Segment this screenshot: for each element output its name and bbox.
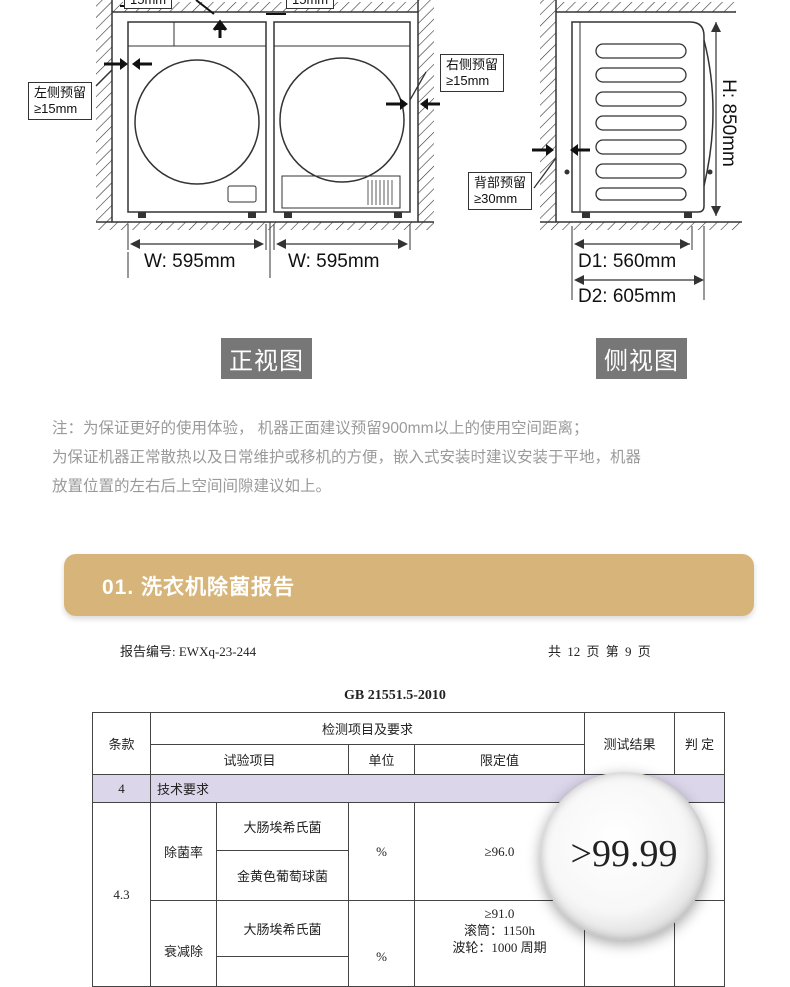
decay-limit: ≥91.0 滚筒：1150h 波轮：1000 周期 <box>414 900 585 987</box>
right-callout-value: ≥15mm <box>446 73 490 88</box>
decay-limit-value: ≥91.0 <box>484 906 515 921</box>
back-clearance-callout: 背部预留 ≥30mm <box>468 172 533 210</box>
header-unit: 单位 <box>348 744 415 775</box>
left-callout-value: ≥15mm <box>34 101 78 116</box>
back-callout-title: 背部预留 <box>474 175 527 190</box>
height-label: H: 850mm <box>718 79 739 167</box>
right-callout-title: 右侧预留 <box>446 57 499 72</box>
installation-note: 注：为保证更好的使用体验， 机器正面建议预留900mm以上的使用空间距离； 为保… <box>52 414 752 501</box>
decay-unit: % <box>348 900 415 987</box>
section-title: 01. 洗衣机除菌报告 <box>102 576 296 599</box>
rate-unit: % <box>348 802 415 901</box>
decay-limit-drum: 滚筒：1150h <box>463 923 536 938</box>
report-pages: 共 12 页 第 9 页 <box>548 644 651 659</box>
header-test-item: 试验项目 <box>150 744 349 775</box>
report-standard: GB 21551.5-2010 <box>344 688 446 703</box>
header-verdict: 判 定 <box>674 712 725 775</box>
decay-limit-pulsator: 波轮：1000 周期 <box>452 940 547 955</box>
row4-clause: 4 <box>92 774 151 803</box>
magnified-result: >99.99 <box>570 833 678 875</box>
note-line-1: 注：为保证更好的使用体验， 机器正面建议预留900mm以上的使用空间距离； <box>52 420 589 437</box>
report-number: 报告编号: EWXq-23-244 <box>120 644 257 659</box>
left-clearance-callout: 左侧预留 ≥15mm <box>28 82 93 120</box>
header-clause: 条款 <box>92 712 151 775</box>
top-left-dimension: 15mm <box>124 0 173 9</box>
left-callout-title: 左侧预留 <box>34 85 87 100</box>
magnifier-lens: >99.99 <box>540 772 708 940</box>
front-view-diagram <box>95 0 742 300</box>
decay-label: 衰减除 <box>150 900 217 987</box>
back-callout-value: ≥30mm <box>474 191 518 206</box>
depth-label-2: D2: 605mm <box>578 286 677 307</box>
depth-label-1: D1: 560mm <box>578 251 677 272</box>
sterilization-rate-label: 除菌率 <box>150 802 217 901</box>
right-clearance-callout: 右侧预留 ≥15mm <box>440 54 505 92</box>
top-right-dimension: 15mm <box>286 0 335 9</box>
row43-clause: 4.3 <box>92 802 151 987</box>
bacteria-ecoli-2: 大肠埃希氏菌 <box>216 900 349 957</box>
header-result: 测试结果 <box>584 712 675 775</box>
width-label-2: W: 595mm <box>288 251 380 272</box>
front-view-label: 正视图 <box>221 338 312 379</box>
bacteria-staph: 金黄色葡萄球菌 <box>216 850 349 901</box>
section-banner: 01. 洗衣机除菌报告 <box>64 554 754 616</box>
note-line-2: 为保证机器正常散热以及日常维护或移机的方便，嵌入式安装时建议安装于平地，机器 <box>52 449 642 466</box>
bacteria-ecoli: 大肠埃希氏菌 <box>216 802 349 851</box>
header-items-requirements: 检测项目及要求 <box>150 712 585 745</box>
bacteria-row-next <box>216 956 349 987</box>
note-line-3: 放置位置的左右后上空间间隙建议如上。 <box>52 478 332 495</box>
width-label-1: W: 595mm <box>144 251 236 272</box>
header-limit: 限定值 <box>414 744 585 775</box>
side-view-label: 侧视图 <box>596 338 687 379</box>
